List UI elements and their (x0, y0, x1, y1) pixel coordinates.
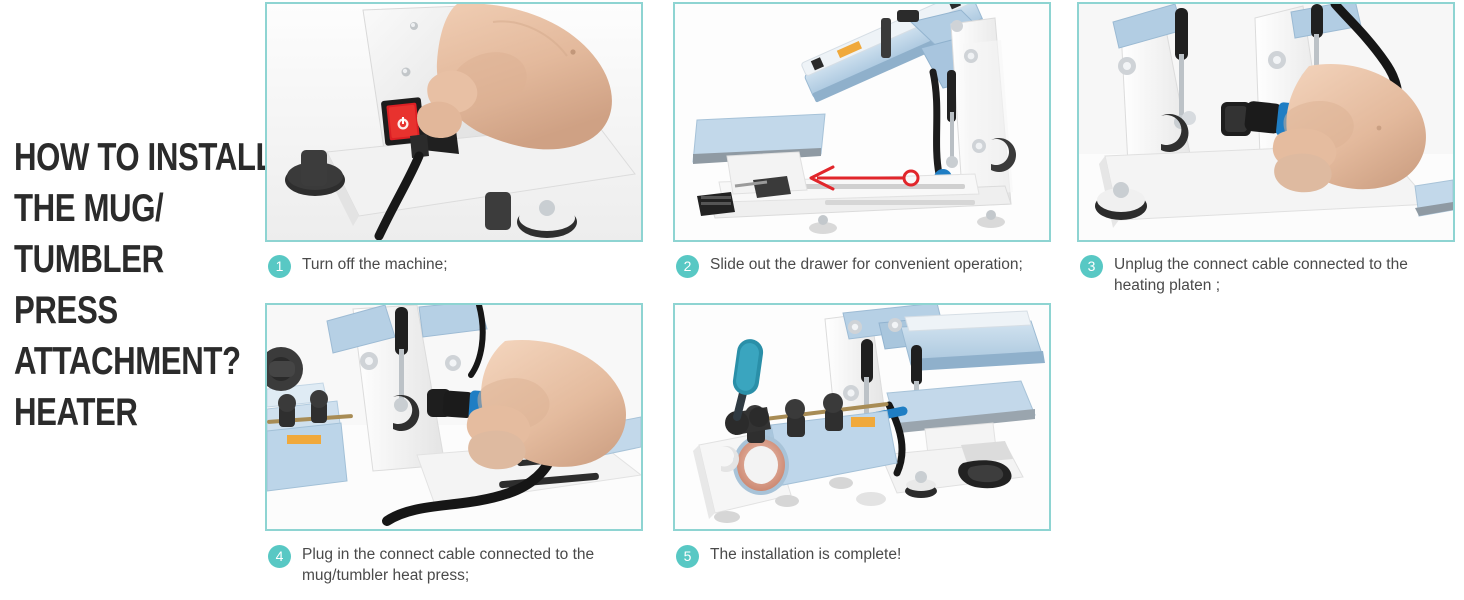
page-title-line-2: THE MUG/ (14, 187, 164, 230)
step-4-number-badge: 4 (268, 545, 291, 568)
step-5-illustration (675, 305, 1049, 529)
step-2-photo (673, 2, 1051, 242)
step-3-caption-text: Unplug the connect cable connected to th… (1114, 256, 1408, 294)
step-3-illustration (1079, 4, 1453, 240)
page-title-line-3: TUMBLER (14, 238, 164, 281)
step-3: 3 Unplug the connect cable connected to … (1077, 2, 1455, 294)
step-2-caption-text: Slide out the drawer for convenient oper… (710, 256, 1023, 273)
page-title-line-6: HEATER (14, 391, 138, 434)
step-1: 1 Turn off the machine; (265, 2, 643, 278)
step-5-number-badge: 5 (676, 545, 699, 568)
page-title-line-5: ATTACHMENT? (14, 340, 241, 383)
step-5-photo (673, 303, 1051, 531)
page-title-line-1: HOW TO INSTALL (14, 136, 275, 179)
step-5-caption-text: The installation is complete! (710, 546, 902, 563)
step-4-caption: 4 Plug in the connect cable connected to… (268, 544, 634, 586)
step-4: 4 Plug in the connect cable connected to… (265, 303, 643, 584)
step-1-illustration (267, 4, 641, 240)
step-5-caption: 5 The installation is complete! (676, 544, 1036, 568)
page-title-line-4: PRESS (14, 289, 118, 332)
step-1-caption-text: Turn off the machine; (302, 256, 448, 273)
step-2-illustration (675, 4, 1049, 240)
step-1-photo (265, 2, 643, 242)
step-4-caption-text: Plug in the connect cable connected to t… (302, 546, 595, 584)
step-1-number-badge: 1 (268, 255, 291, 278)
step-3-photo (1077, 2, 1455, 242)
step-3-number-badge: 3 (1080, 255, 1103, 278)
page-title: HOW TO INSTALL THE MUG/ TUMBLER PRESS AT… (14, 132, 275, 438)
step-2-caption: 2 Slide out the drawer for convenient op… (676, 254, 1044, 278)
step-3-caption: 3 Unplug the connect cable connected to … (1080, 254, 1452, 296)
red-direction-arrow (809, 165, 920, 191)
step-5: 5 The installation is complete! (673, 303, 1051, 568)
step-1-caption: 1 Turn off the machine; (268, 254, 628, 278)
step-4-illustration (267, 305, 641, 529)
step-4-photo (265, 303, 643, 531)
step-2-number-badge: 2 (676, 255, 699, 278)
step-2: 2 Slide out the drawer for convenient op… (673, 2, 1051, 278)
